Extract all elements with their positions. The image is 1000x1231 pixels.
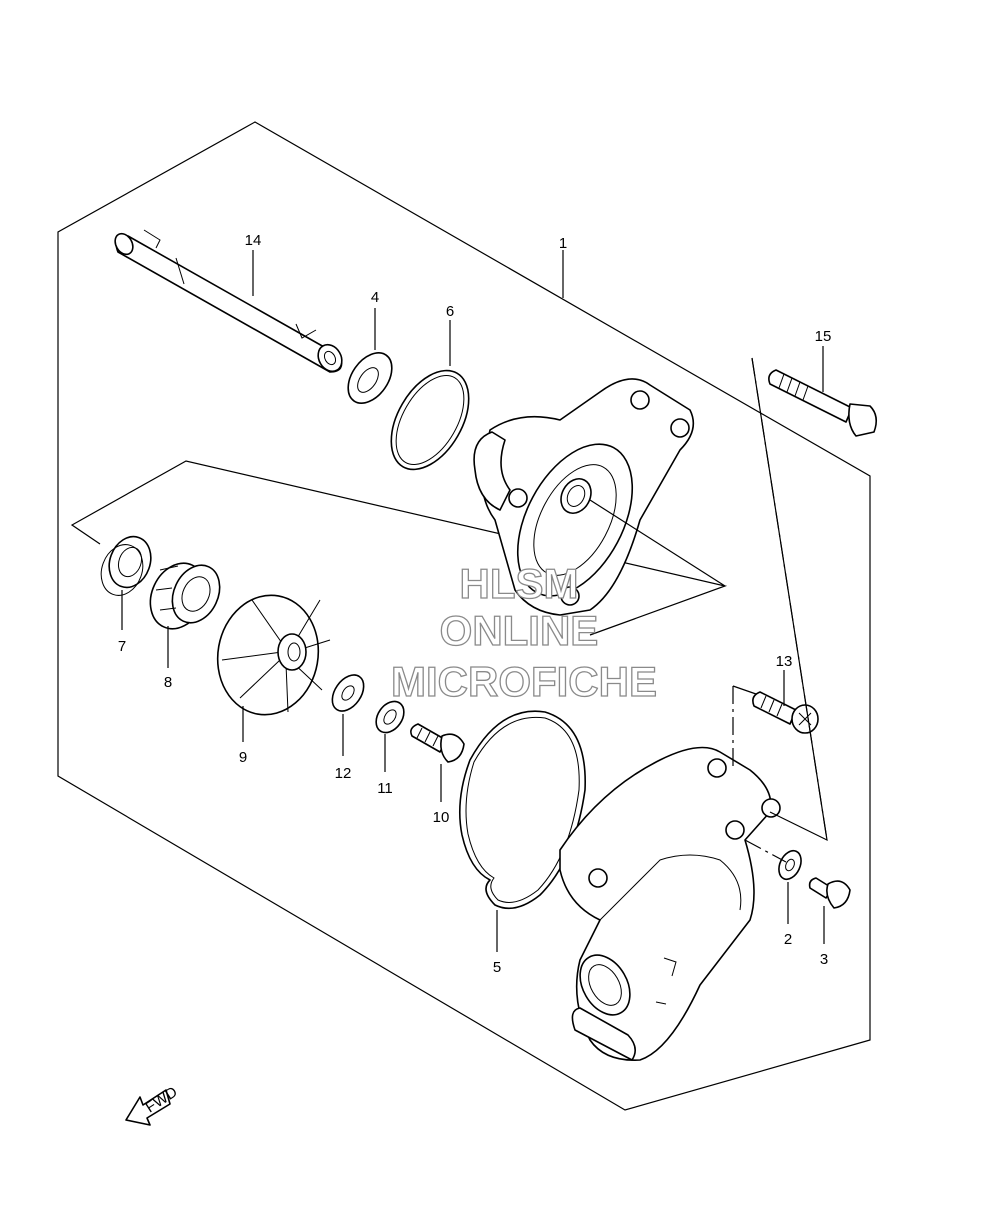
- watermark-line-1: HLSM: [460, 560, 579, 607]
- impeller-part-9: [216, 594, 331, 716]
- bolt-part-15: [768, 369, 878, 437]
- pump-case-part: [559, 746, 781, 1061]
- callout-12: 12: [335, 765, 352, 782]
- callout-2: 2: [784, 931, 792, 948]
- oil-seal-part-7: [100, 535, 152, 596]
- watermark-line-3: MICROFICHE: [391, 658, 657, 705]
- callouts: 1 2 3 4 5 6 7 8 9 10 11 12 13 14 15: [118, 232, 832, 976]
- callout-3: 3: [820, 951, 828, 968]
- leader-lines: [121, 250, 828, 952]
- callout-10: 10: [433, 809, 450, 826]
- bolt-part-13: [752, 691, 819, 734]
- callout-15: 15: [815, 328, 832, 345]
- callout-14: 14: [245, 232, 262, 249]
- bolt-part-3: [808, 877, 851, 909]
- callout-5: 5: [493, 959, 501, 976]
- bolt-part-10: [410, 723, 465, 763]
- watermark: HLSM ONLINE MICROFICHE: [390, 559, 657, 705]
- fwd-label: FWD: [143, 1083, 181, 1116]
- assembly-outline: [57, 121, 871, 1111]
- washer-part-4: [347, 352, 393, 404]
- callout-7: 7: [118, 638, 126, 655]
- gasket-part-5: [458, 710, 586, 910]
- callout-11: 11: [377, 780, 393, 797]
- o-ring-part-6: [390, 369, 470, 471]
- callout-9: 9: [239, 749, 247, 766]
- washer-part-2: [778, 849, 802, 881]
- mechanical-seal-part-8: [149, 562, 221, 630]
- pump-cover-part: [473, 378, 695, 616]
- callout-8: 8: [164, 674, 172, 691]
- washer-part-12: [331, 674, 365, 712]
- callout-4: 4: [371, 289, 379, 306]
- washer-part-11: [375, 700, 405, 734]
- callout-6: 6: [446, 303, 454, 320]
- callout-1: 1: [559, 235, 567, 252]
- shaft-part: [114, 229, 343, 373]
- subassembly-frame: [70, 460, 728, 636]
- callout-13: 13: [776, 653, 793, 670]
- fwd-arrow-icon: FWD: [125, 1083, 181, 1126]
- watermark-line-2: ONLINE: [440, 607, 599, 654]
